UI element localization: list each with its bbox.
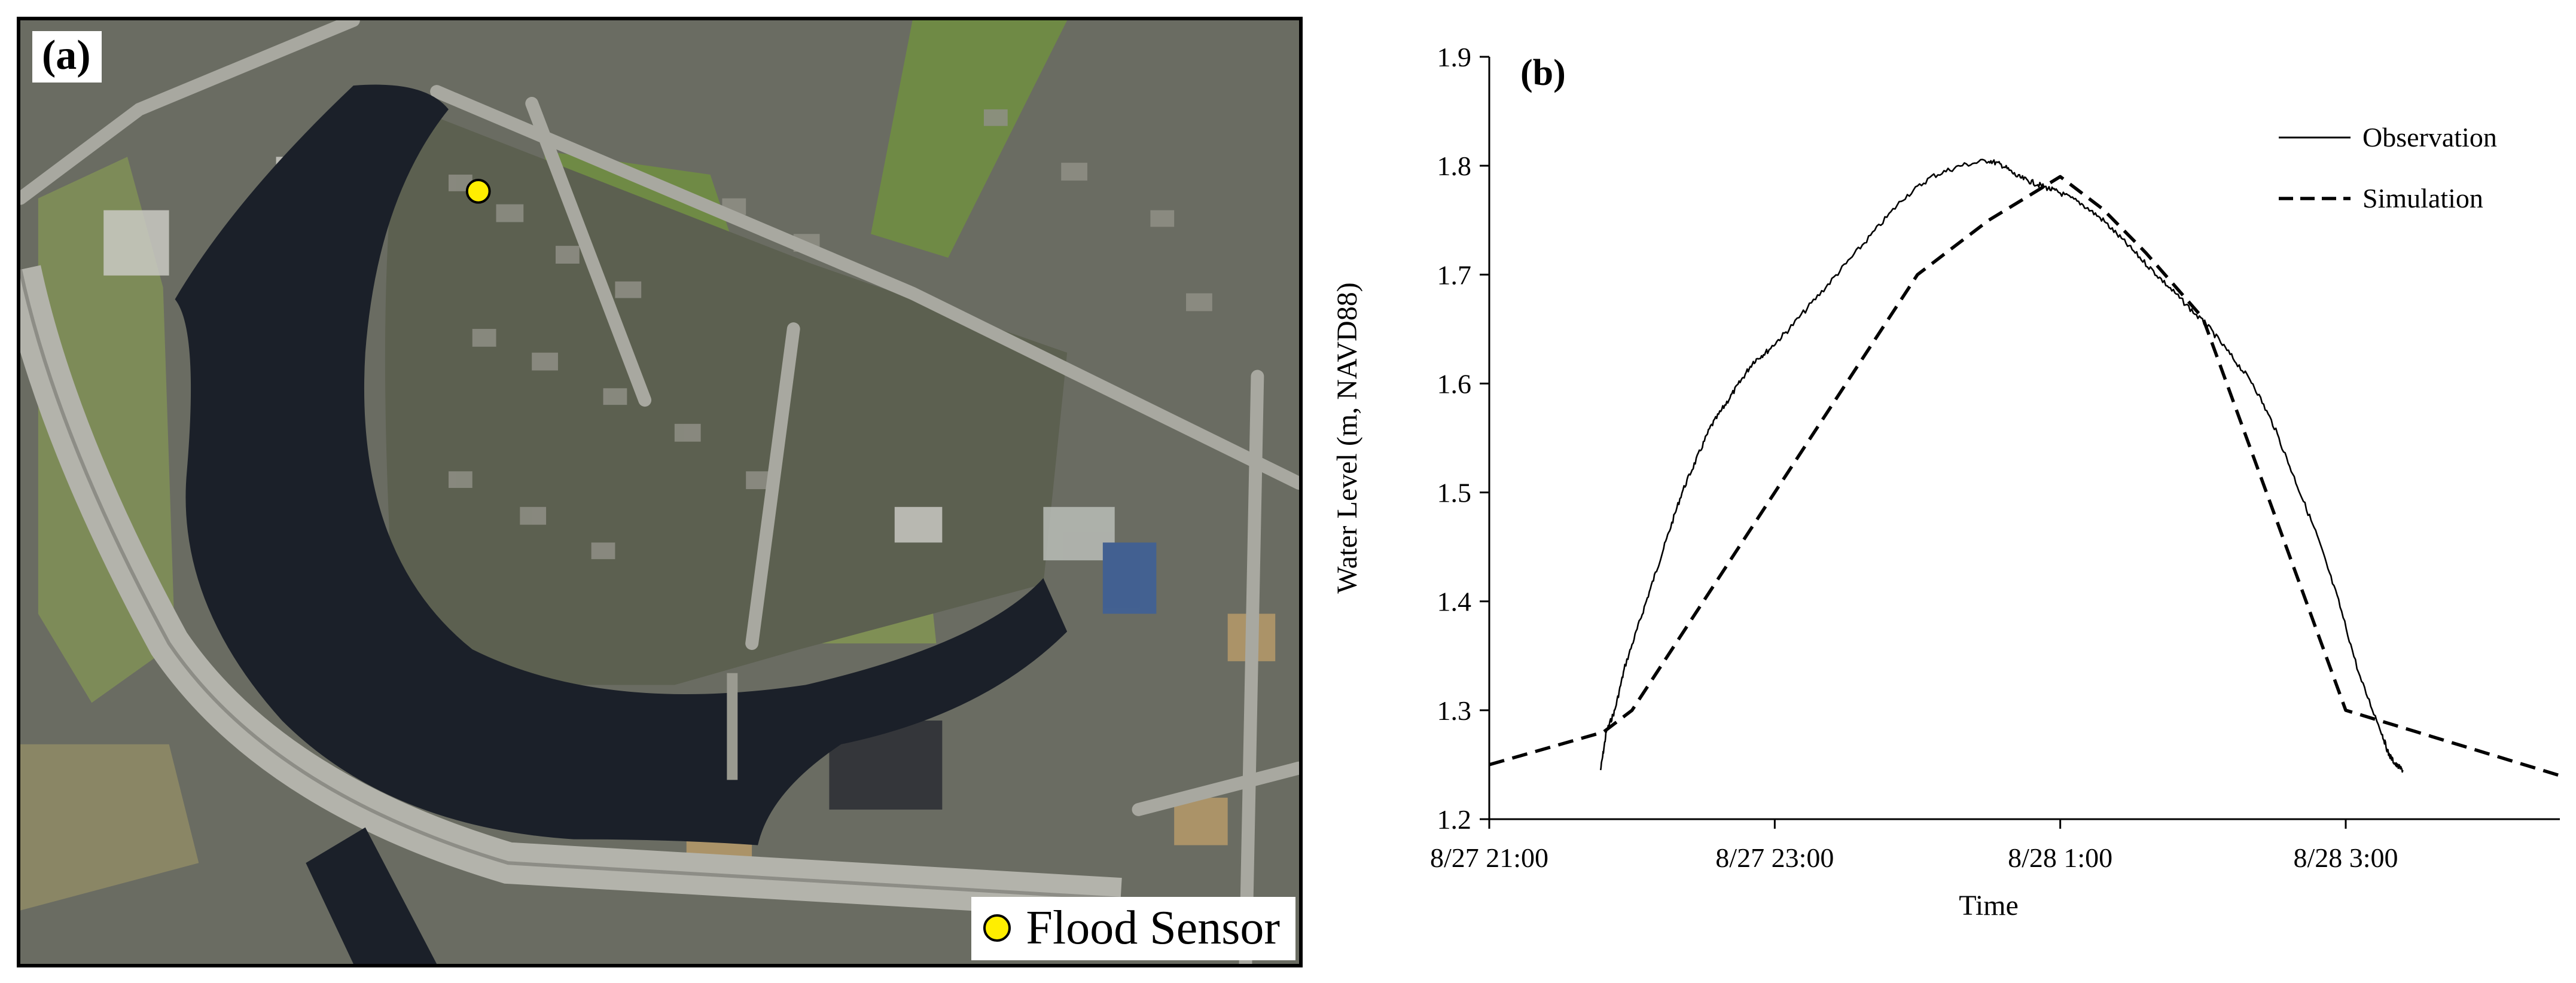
- flood-sensor-legend-icon: [983, 914, 1011, 942]
- x-tick-label: 8/28 3:00: [2293, 842, 2398, 873]
- x-tick-label: 8/28 1:00: [2008, 842, 2112, 873]
- water-level-chart: 1.2 1.3 1.4 1.5 1.6 1.7 1.8 1.9 8/27 21:00 8/27 2…: [1331, 42, 2560, 921]
- y-tick-label: 1.8: [1437, 151, 1472, 181]
- aerial-map-panel: (a) Flood Sensor: [17, 17, 1303, 967]
- x-tick-label: 8/27 23:00: [1715, 842, 1834, 873]
- y-tick-label: 1.6: [1437, 368, 1472, 399]
- y-tick-label: 1.7: [1437, 260, 1472, 290]
- x-tick-label: 8/27 21:00: [1430, 842, 1548, 873]
- aerial-map-image: [20, 20, 1299, 964]
- map-legend: Flood Sensor: [971, 897, 1295, 960]
- y-tick-label: 1.3: [1437, 695, 1472, 726]
- y-axis-title: Water Level (m, NAVD88): [1331, 282, 1363, 593]
- flood-sensor-marker: [465, 178, 491, 204]
- x-axis-title: Time: [1959, 890, 2019, 921]
- panel-a-label: (a): [32, 31, 102, 83]
- panel-b-label: (b): [1520, 53, 1566, 93]
- y-tick-label: 1.2: [1437, 804, 1472, 835]
- y-tick-label: 1.5: [1437, 478, 1472, 508]
- y-tick-label: 1.9: [1437, 42, 1472, 72]
- legend-label-simulation: Simulation: [2362, 183, 2483, 213]
- flood-sensor-legend-label: Flood Sensor: [1026, 902, 1281, 954]
- y-tick-label: 1.4: [1437, 587, 1472, 617]
- series-line-simulation: [1489, 175, 2560, 777]
- legend-label-observation: Observation: [2362, 122, 2497, 152]
- series-line-observation: [1599, 158, 2404, 773]
